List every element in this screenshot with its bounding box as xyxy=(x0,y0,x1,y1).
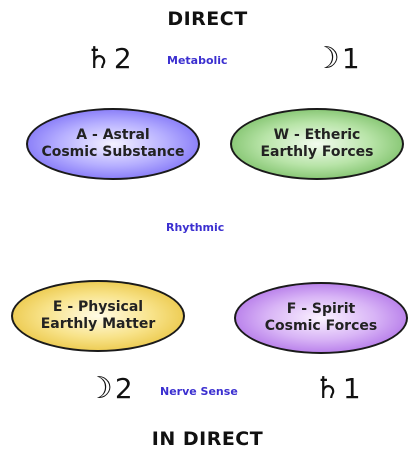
etheric-subtitle: Earthly Forces xyxy=(260,144,374,160)
moon-1-symbol: ☽ 1 xyxy=(313,44,360,74)
saturn-1-number: 1 xyxy=(342,372,361,405)
moon-2-symbol: ☽ 2 xyxy=(86,374,133,404)
metabolic-label: Metabolic xyxy=(167,54,228,67)
astral-title: A - Astral xyxy=(76,126,150,143)
moon-icon: ☽ xyxy=(313,41,340,76)
heading-direct: DIRECT xyxy=(167,8,248,30)
physical-title: E - Physical xyxy=(52,298,144,315)
saturn-1-symbol: ♄ 1 xyxy=(314,374,361,404)
etheric-title: W - Etheric xyxy=(273,126,361,143)
nerve-sense-label: Nerve Sense xyxy=(160,385,238,398)
spirit-ellipse: F - Spirit Cosmic Forces xyxy=(234,282,408,354)
physical-subtitle: Earthly Matter xyxy=(40,316,156,332)
moon-2-number: 2 xyxy=(114,372,133,405)
saturn-icon: ♄ xyxy=(85,41,112,76)
astral-ellipse: A - Astral Cosmic Substance xyxy=(26,108,200,180)
saturn-icon: ♄ xyxy=(314,371,341,406)
spirit-title: F - Spirit xyxy=(286,300,356,317)
spirit-subtitle: Cosmic Forces xyxy=(264,318,378,334)
physical-ellipse: E - Physical Earthly Matter xyxy=(11,280,185,352)
astral-subtitle: Cosmic Substance xyxy=(41,144,185,160)
etheric-ellipse: W - Etheric Earthly Forces xyxy=(230,108,404,180)
saturn-2-symbol: ♄ 2 xyxy=(85,44,132,74)
rhythmic-label: Rhythmic xyxy=(166,221,225,234)
saturn-2-number: 2 xyxy=(113,42,132,75)
moon-icon: ☽ xyxy=(86,371,113,406)
moon-1-number: 1 xyxy=(341,42,360,75)
heading-in-direct: IN DIRECT xyxy=(151,428,264,450)
